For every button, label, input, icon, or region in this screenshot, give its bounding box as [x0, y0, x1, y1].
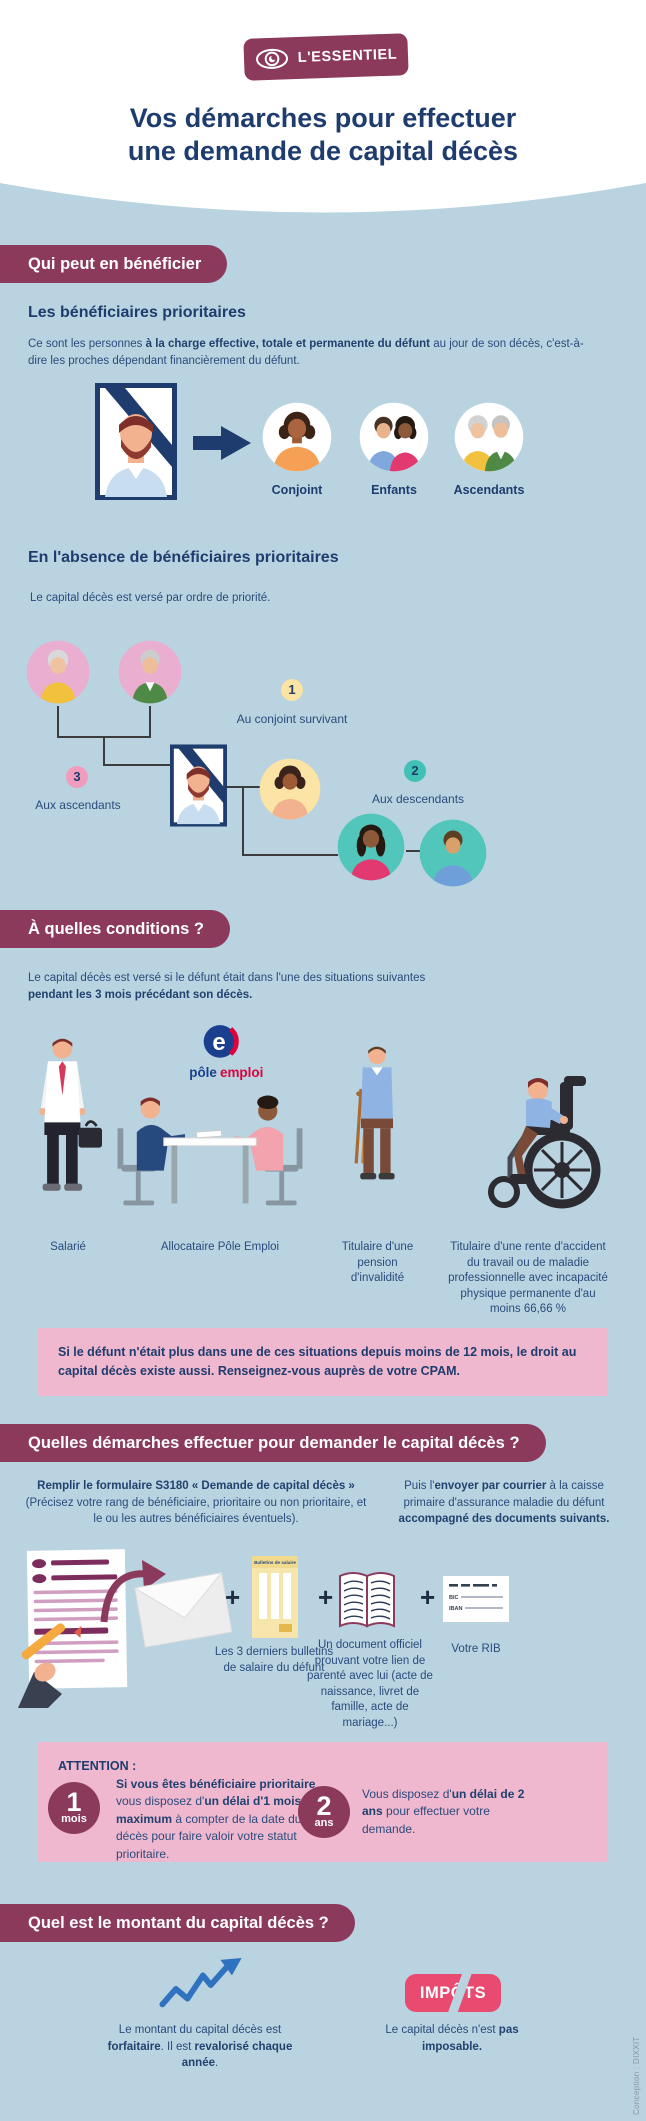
pole-emploi-meeting-illustration: [117, 1095, 303, 1206]
order-3-badge: 3: [66, 766, 88, 788]
doc-label-payslips: Les 3 derniers bulletins de salaire du d…: [214, 1646, 334, 1674]
rib-bic-label: BIC: [449, 1595, 459, 1601]
situation-1-label: Salarié: [50, 1241, 86, 1253]
deceased-portrait-small: [170, 744, 227, 827]
salarie-illustration: [39, 1038, 102, 1191]
descendant-son-avatar: [419, 819, 487, 887]
conditions-intro-line2: pendant les 3 mois précédant son décès.: [28, 988, 253, 1001]
pole-emploi-logo: e pôle emploi: [189, 1025, 263, 1080]
family-booklet-icon: [339, 1572, 395, 1628]
tree-line: [57, 706, 59, 737]
doc-label-booklet: Un document officiel prouvant votre lien…: [307, 1639, 433, 1729]
deceased-portrait-large: [95, 383, 177, 500]
pension-invalidite-illustration: [354, 1046, 395, 1180]
tree-line: [103, 736, 105, 766]
step-send-text: Puis l'envoyer par courrier à la caisse …: [398, 1480, 610, 1526]
payslips-icon: Bulletins de salaire: [252, 1556, 298, 1638]
step-fill-text: Remplir le formulaire S3180 « Demande de…: [25, 1480, 367, 1526]
credit-text: Conception : DIXXIT: [632, 2036, 641, 2115]
section-header-amount: Quel est le montant du capital décès ?: [0, 1904, 355, 1942]
priority-subtitle: Les bénéficiaires prioritaires: [28, 304, 246, 321]
situation-2-label: Allocataire Pôle Emploi: [160, 1241, 280, 1253]
descendant-daughter-avatar: [337, 813, 405, 881]
tree-line: [242, 854, 338, 856]
conditions-intro: Le capital décès est versé si le défunt …: [28, 970, 588, 1003]
tree-line: [242, 786, 244, 856]
order-1-label: Au conjoint survivant: [236, 712, 348, 726]
essentiel-badge-label: L'ESSENTIEL: [297, 46, 398, 66]
grandfather-avatar: [118, 640, 182, 704]
wheelchair-illustration: [488, 1076, 601, 1209]
plus-sign: +: [225, 1582, 241, 1612]
conditions-intro-line1: Le capital décès est versé si le défunt …: [28, 972, 426, 984]
pole-emploi-text2: emploi: [220, 1065, 263, 1080]
attention-title: ATTENTION :: [58, 1759, 137, 1773]
grandmother-avatar: [26, 640, 90, 704]
situation-4-label: Titulaire d'une rente d'accident du trav…: [448, 1241, 608, 1316]
tree-line: [406, 850, 420, 852]
section-header-who: Qui peut en bénéficier: [0, 245, 228, 283]
growth-chart-icon: [159, 1958, 242, 2008]
delay-1-number: 1: [66, 1786, 82, 1817]
impots-badge: IMPÔTS: [405, 1974, 501, 2012]
impots-label: IMPÔTS: [419, 1983, 487, 2002]
forfait-text: Le montant du capital décès est forfaita…: [107, 2024, 293, 2070]
situation-3-label: Titulaire d'une pension d'invalidité: [341, 1241, 414, 1285]
envelope-icon: [133, 1572, 233, 1648]
pole-emploi-e: e: [212, 1029, 225, 1056]
delay-2-number: 2: [316, 1790, 332, 1821]
delay-1-text: Si vous êtes bénéficiaire prioritaire, v…: [116, 1777, 319, 1861]
delay-1-circle: 1 mois: [48, 1782, 100, 1834]
conjoint-avatar: [262, 402, 332, 472]
delay-2-unit: ans: [314, 1817, 334, 1830]
tax-text: Le capital décès n'est pas imposable.: [385, 2024, 519, 2053]
rib-iban-label: IBAN: [449, 1606, 462, 1612]
header-curve-background: [0, 0, 646, 213]
delay-2-circle: 2 ans: [298, 1786, 350, 1838]
delay-1-unit: mois: [61, 1813, 87, 1826]
pole-emploi-text1: pôle: [189, 1065, 217, 1080]
cpam-note: Si le défunt n'était plus dans une de ce…: [38, 1328, 608, 1396]
priority-text: Ce sont les personnes à la charge effect…: [28, 338, 584, 367]
rib-icon: BIC IBAN: [443, 1576, 509, 1622]
order-2-badge: 2: [404, 760, 426, 782]
page-title: Vos démarches pour effectuer une demande…: [0, 102, 646, 169]
conjoint-label: Conjoint: [271, 483, 323, 497]
eye-icon: [255, 48, 288, 69]
curved-arrow-icon: [100, 1560, 166, 1623]
doc-label-rib: Votre RIB: [451, 1643, 501, 1655]
section-header-process: Quelles démarches effectuer pour demande…: [0, 1424, 546, 1462]
page-title-line2: une demande de capital décès: [127, 136, 519, 167]
page-title-line1: Vos démarches pour effectuer: [129, 103, 517, 133]
ascendants-label: Ascendants: [453, 483, 525, 497]
ascendants-avatar: [454, 402, 524, 472]
enfants-label: Enfants: [371, 483, 417, 497]
absence-text: Le capital décès est versé par ordre de …: [30, 592, 271, 604]
arrow-right-icon: [193, 426, 251, 460]
form-s3180-illustration: [18, 1549, 128, 1708]
order-3-label: Aux ascendants: [35, 798, 121, 812]
payslip-header-text: Bulletins de salaire: [254, 1560, 296, 1565]
enfants-avatar: [359, 402, 429, 472]
surviving-spouse-avatar: [259, 758, 321, 820]
essentiel-badge: L'ESSENTIEL: [243, 33, 409, 81]
delay-2-text: Vous disposez d'un délai de 2 ans pour e…: [362, 1787, 525, 1836]
tree-line: [103, 764, 171, 766]
section-header-conditions: À quelles conditions ?: [0, 910, 231, 948]
order-1-badge: 1: [281, 679, 303, 701]
absence-subtitle: En l'absence de bénéficiaires prioritair…: [28, 549, 339, 566]
tree-line: [149, 706, 151, 737]
plus-sign: +: [420, 1582, 436, 1612]
hand-with-pen: [18, 1623, 82, 1708]
plus-sign: +: [318, 1582, 334, 1612]
order-2-label: Aux descendants: [371, 792, 465, 806]
